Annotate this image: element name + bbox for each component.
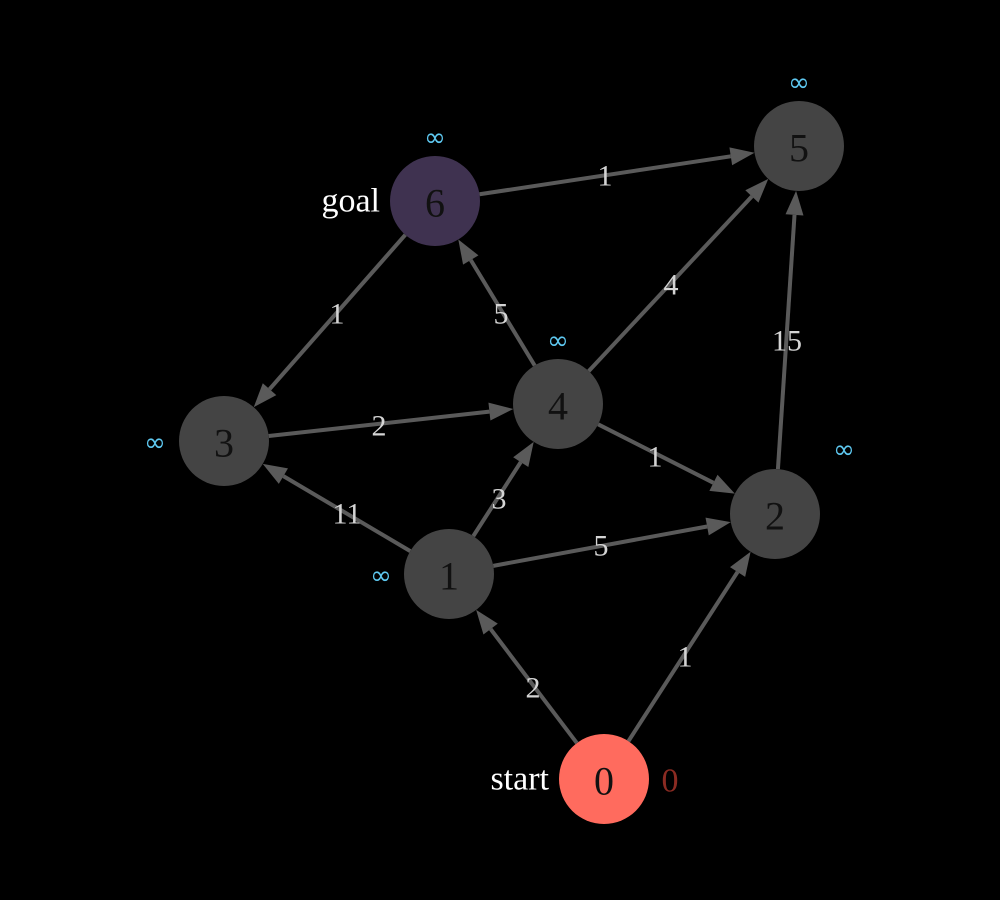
node-6[interactable]: 6 — [390, 156, 480, 246]
edge-4-5 — [587, 178, 769, 373]
node-label: 0 — [594, 759, 614, 804]
node-circle[interactable] — [179, 396, 269, 486]
edge-line — [597, 422, 715, 485]
edge-weight: 2 — [526, 672, 541, 705]
node-label: 1 — [439, 554, 459, 599]
edge-weight: 1 — [598, 160, 613, 193]
arrowhead-icon — [785, 190, 804, 216]
node-distance: 0 — [662, 763, 679, 800]
node-0[interactable]: 0 — [559, 734, 649, 824]
edge-1-2 — [492, 517, 731, 568]
edge-line — [282, 474, 412, 553]
node-distance: ∞ — [370, 561, 392, 591]
arrowhead-icon — [745, 178, 769, 203]
edge-line — [489, 627, 579, 745]
edge-line — [471, 461, 523, 538]
edge-line — [479, 154, 732, 197]
node-circle[interactable] — [754, 101, 844, 191]
edge-3-4 — [268, 402, 514, 439]
node-label: 3 — [214, 421, 234, 466]
arrowhead-icon — [458, 239, 479, 265]
edge-weight: 1 — [648, 441, 663, 474]
node-3[interactable]: 3 — [179, 396, 269, 486]
edge-weight: 2 — [372, 410, 387, 443]
node-circle[interactable] — [559, 734, 649, 824]
edge-6-5 — [479, 147, 755, 197]
node-circle[interactable] — [730, 469, 820, 559]
arrowhead-icon — [262, 463, 288, 484]
edge-4-6 — [458, 239, 537, 367]
node-distance: ∞ — [547, 326, 569, 356]
node-5[interactable]: 5 — [754, 101, 844, 191]
arrowhead-icon — [730, 551, 751, 577]
goal-label: goal — [321, 183, 380, 220]
edge-weight: 1 — [678, 641, 693, 674]
arrowhead-icon — [705, 517, 731, 536]
arrowhead-icon — [729, 147, 755, 166]
node-label: 4 — [548, 384, 568, 429]
node-label: 5 — [789, 126, 809, 171]
edge-line — [626, 570, 740, 743]
nodes-layer: 0 1 2 3 4 5 6 — [179, 101, 844, 824]
arrowhead-icon — [253, 383, 277, 408]
node-label: 2 — [765, 494, 785, 539]
node-label: 6 — [425, 181, 445, 226]
edge-line — [268, 233, 407, 391]
node-distance: ∞ — [833, 435, 855, 465]
edge-line — [469, 258, 537, 367]
node-1[interactable]: 1 — [404, 529, 494, 619]
edge-weight: 5 — [594, 530, 609, 563]
labels-layer: 0 ∞ ∞ ∞ ∞ ∞ ∞ start goal — [144, 68, 855, 800]
edge-line — [587, 195, 754, 373]
edge-0-1 — [476, 609, 579, 745]
edge-line — [492, 524, 708, 568]
node-4[interactable]: 4 — [513, 359, 603, 449]
node-circle[interactable] — [513, 359, 603, 449]
node-distance: ∞ — [144, 428, 166, 458]
edges-layer — [253, 147, 804, 745]
arrowhead-icon — [488, 402, 514, 421]
edge-1-3 — [262, 463, 412, 553]
node-distance: ∞ — [788, 68, 810, 98]
node-circle[interactable] — [390, 156, 480, 246]
edge-0-2 — [626, 551, 751, 743]
edge-line — [775, 214, 797, 470]
edge-weight: 5 — [494, 298, 509, 331]
edge-weight: 11 — [333, 498, 362, 531]
node-distance: ∞ — [424, 123, 446, 153]
node-2[interactable]: 2 — [730, 469, 820, 559]
edge-weight: 15 — [772, 325, 802, 358]
start-label: start — [490, 761, 549, 798]
edge-weight: 4 — [664, 269, 679, 302]
edge-6-3 — [253, 233, 407, 408]
arrowhead-icon — [476, 609, 498, 635]
edge-line — [268, 409, 490, 439]
arrowhead-icon — [513, 441, 534, 467]
edge-2-5 — [775, 190, 804, 470]
edge-4-2 — [597, 422, 735, 494]
edge-weight: 3 — [492, 483, 507, 516]
node-circle[interactable] — [404, 529, 494, 619]
edge-1-4 — [471, 441, 534, 538]
arrowhead-icon — [709, 474, 735, 494]
edge-weight: 1 — [330, 298, 345, 331]
